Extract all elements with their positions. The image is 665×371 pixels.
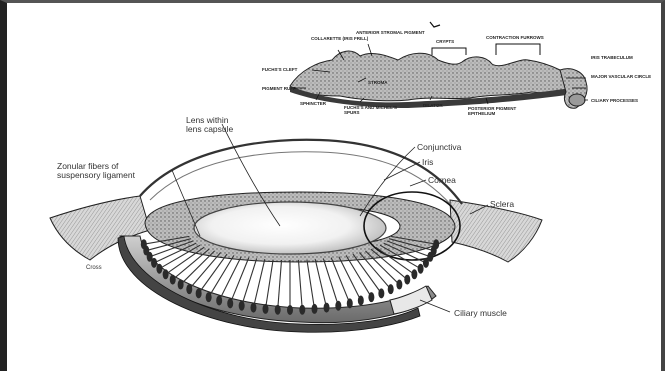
ciliary-process — [324, 303, 330, 313]
label-sphincter: SPHINCTER — [300, 101, 326, 106]
label-pigment-ruff: PIGMENT RUFF — [262, 86, 296, 91]
zonular-fiber — [166, 247, 205, 274]
ciliary-process — [186, 284, 192, 294]
zonular-fiber — [219, 257, 241, 301]
ciliary-process — [216, 295, 222, 305]
label-cornea: Cornea — [428, 176, 456, 185]
label-sclera: Sclera — [490, 200, 514, 209]
label-dilator: DILATOR — [423, 103, 443, 108]
ciliary-process — [151, 258, 157, 268]
ciliary-process — [404, 275, 410, 285]
ciliary-process — [287, 305, 293, 315]
ciliary-process — [418, 264, 424, 274]
label-fuchs-spurs: FUCHS'S AND MICHEL'S SPURS — [344, 105, 404, 115]
ciliary-process — [411, 269, 417, 279]
label-fuchs-cleft: FUCHS'S CLEFT — [262, 67, 297, 72]
label-contraction-furrows: CONTRACTION FURROWS — [486, 35, 544, 40]
zonular-fiber — [230, 258, 249, 304]
label-conjunctiva: Conjunctiva — [417, 143, 461, 152]
ciliary-process — [227, 298, 233, 308]
ciliary-process — [335, 301, 341, 311]
zonular-fiber — [331, 258, 350, 304]
ciliary-process — [433, 239, 439, 249]
ciliary-process — [156, 264, 162, 274]
zonular-fiber — [278, 260, 282, 310]
label-collarette: COLLARETTE (IRIS FRILL) — [311, 36, 368, 41]
label-stroma: STROMA — [368, 80, 388, 85]
label-cross: Cross — [86, 264, 102, 273]
ciliary-process — [388, 284, 394, 294]
ciliary-process — [347, 298, 353, 308]
crypts-bracket — [432, 48, 466, 55]
furrows-bracket — [496, 44, 540, 55]
sclera-right — [450, 200, 542, 262]
ciliary-process-knob — [569, 94, 585, 106]
zonular-fiber — [339, 257, 361, 301]
small-v-mark — [430, 22, 440, 27]
ciliary-process — [358, 295, 364, 305]
ciliary-process — [275, 305, 281, 315]
label-major-circle: MAJOR VASCULAR CIRCLE — [591, 74, 651, 79]
ciliary-process — [178, 280, 184, 290]
ciliary-process — [262, 304, 268, 314]
ciliary-process — [196, 288, 202, 298]
label-crypts: CRYPTS — [436, 39, 454, 44]
label-iris: Iris — [422, 158, 433, 167]
ciliary-process — [239, 301, 245, 311]
ciliary-process — [396, 280, 402, 290]
label-ciliary-muscle: Ciliary muscle — [454, 309, 507, 318]
label-iris-trabeculum: IRIS TRABECULUM — [591, 55, 633, 60]
zonular-fiber — [298, 260, 302, 310]
eye-section — [50, 124, 542, 332]
ciliary-process — [250, 303, 256, 313]
lens — [194, 202, 386, 254]
zonular-fiber — [323, 258, 338, 305]
label-zonular-fibers: Zonular fibers of suspensory ligament — [57, 162, 135, 180]
label-anterior-pigment: ANTERIOR STROMAL PIGMENT — [356, 30, 425, 35]
ciliary-process — [378, 288, 384, 298]
zonular-fiber — [307, 260, 315, 309]
ciliary-process — [163, 269, 169, 279]
zonular-fiber — [242, 258, 257, 305]
ciliary-process — [368, 292, 374, 302]
label-ciliary-processes: CILIARY PROCESSES — [591, 98, 638, 103]
label-posterior-epithelium: POSTERIOR PIGMENT EPITHELIUM — [468, 106, 538, 116]
ciliary-process — [206, 292, 212, 302]
ciliary-process — [170, 275, 176, 285]
zonular-fiber — [253, 259, 264, 307]
ciliary-process — [299, 305, 305, 315]
zonular-fiber — [265, 260, 273, 309]
front-cutaway — [390, 286, 432, 314]
label-lens: Lens within lens capsule — [186, 116, 233, 134]
ciliary-process — [312, 304, 318, 314]
zonular-fiber — [315, 259, 326, 307]
